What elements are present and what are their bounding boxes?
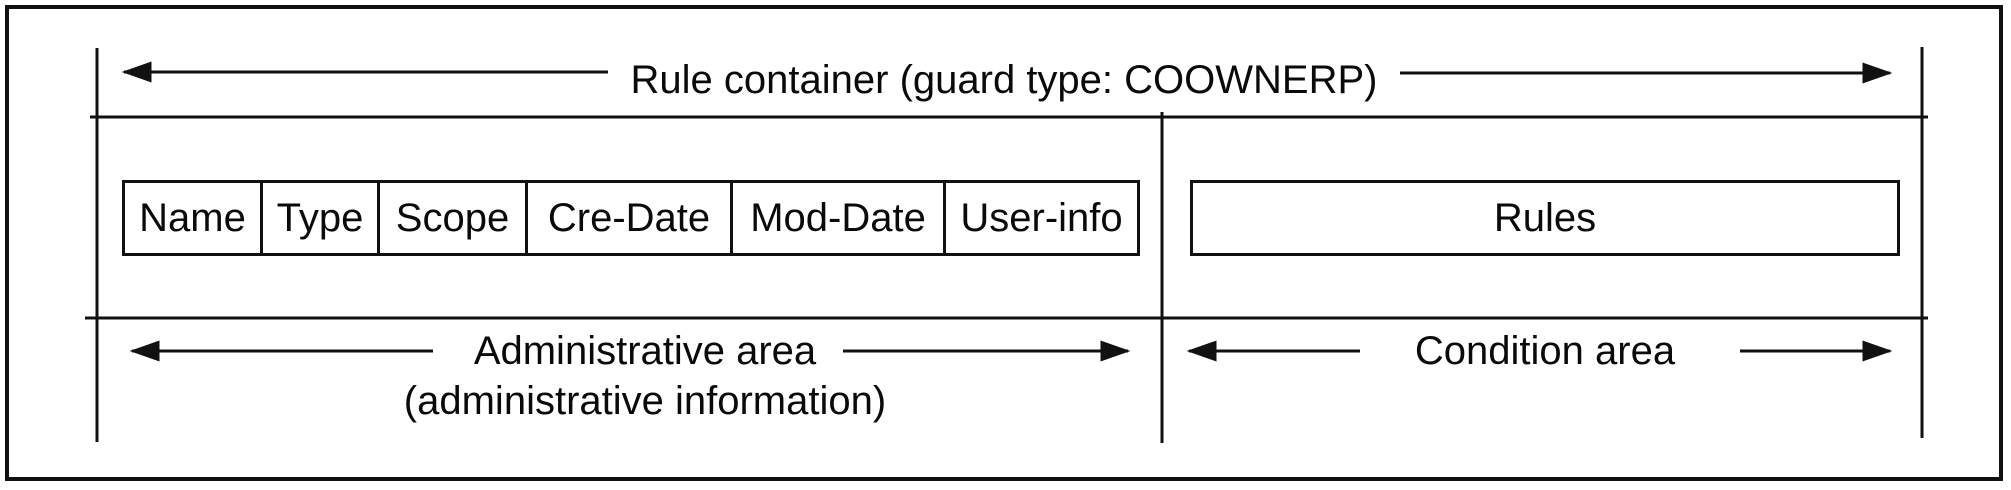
outer-frame [5,5,2003,481]
table-header-cell-user-info: User-info [960,195,1123,240]
rules-box: Rules [1190,180,1900,256]
admin-area-sublabel: (administrative information) [403,379,887,423]
table-header-cell-scope: Scope [380,183,528,253]
table-header-cell-cre-date: Cre-Date [528,183,733,253]
table-header-cell-type: Type [263,183,380,253]
condition-area-label: Condition area [1414,329,1676,373]
diagram-title: Rule container (guard type: COOWNERP) [630,58,1378,102]
admin-table: Name Type Scope Cre-Date Mod-Date User-i… [122,180,1140,256]
table-header-cell-name: Name [125,183,263,253]
admin-area-label: Administrative area [473,329,817,373]
table-header-cell-mod-date: Mod-Date [733,183,946,253]
